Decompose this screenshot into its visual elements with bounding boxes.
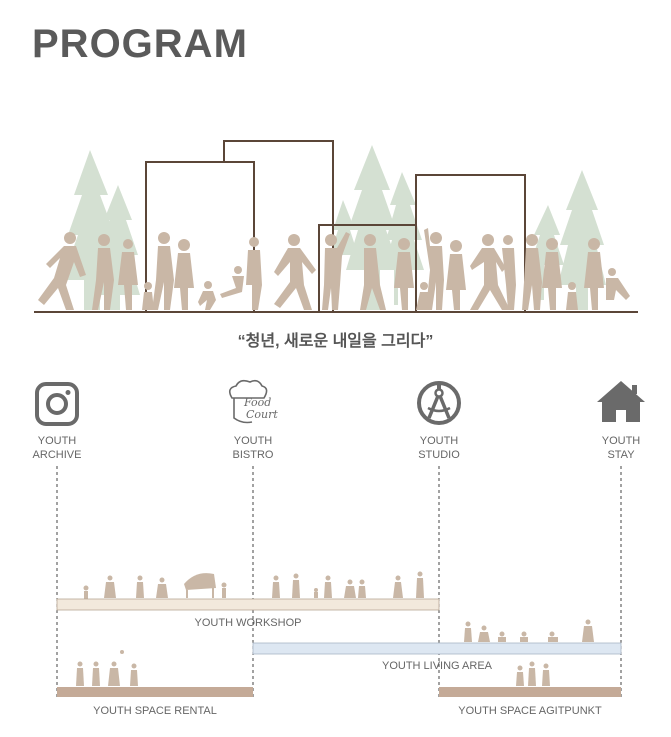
bar-youth-space-agitpunkt — [439, 687, 621, 697]
bar-label-space-rental: YOUTH SPACE RENTAL — [93, 705, 217, 717]
bar-label-agitpunkt: YOUTH SPACE AGITPUNKT — [458, 705, 602, 717]
activity-figures — [76, 571, 594, 686]
bar-label-workshop: YOUTH WORKSHOP — [194, 617, 302, 629]
food-court-logo-line2: Court — [246, 408, 278, 421]
food-court-logo-line1: Food — [243, 396, 271, 409]
food-court-logo-icon: Food Court — [228, 379, 278, 424]
program-label-studio: YOUTH STUDIO — [418, 435, 460, 461]
program-label-stay: YOUTH STAY — [601, 435, 641, 461]
house-icon — [597, 381, 645, 422]
program-label-archive: YOUTH ARCHIVE — [32, 435, 82, 461]
bar-youth-space-rental — [57, 687, 253, 697]
timeline-lines — [56, 466, 622, 697]
bar-youth-workshop — [56, 598, 440, 611]
people-silhouettes — [38, 228, 630, 310]
page-title: PROGRAM — [32, 22, 248, 66]
instagram-icon — [35, 382, 79, 426]
bar-label-living-area: YOUTH LIVING AREA — [381, 660, 493, 672]
slogan: “청년, 새로운 내일을 그리다” — [237, 333, 434, 350]
bar-youth-living-area — [252, 642, 622, 655]
program-label-bistro: YOUTH BISTRO — [232, 435, 274, 461]
compass-icon — [417, 381, 461, 425]
